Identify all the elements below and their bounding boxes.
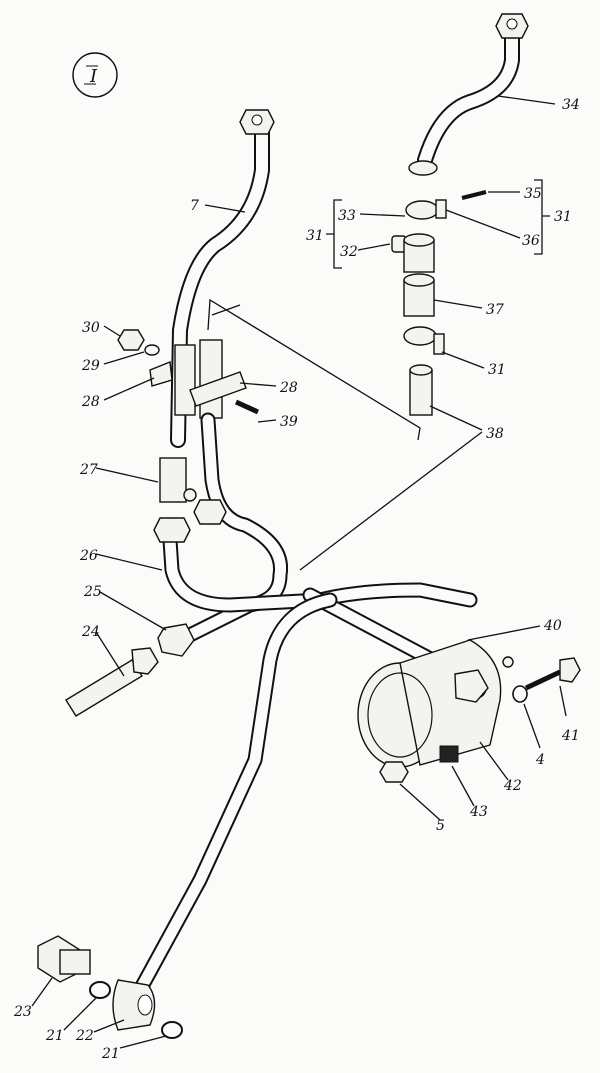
- callout-22: 22: [75, 1028, 94, 1044]
- washer-4: [512, 685, 528, 703]
- pipe-7: [170, 109, 275, 448]
- callout-25: 25: [83, 584, 102, 600]
- callout-23: 23: [13, 1004, 32, 1020]
- callout-5: 5: [436, 818, 445, 834]
- view-label: I: [89, 66, 98, 87]
- callout-40: 40: [543, 618, 562, 634]
- nut-25: [157, 623, 195, 657]
- callout-28: 28: [81, 394, 100, 410]
- callout-33: 33: [338, 208, 356, 224]
- callout-34: 34: [562, 97, 580, 113]
- callout-39: 39: [280, 414, 298, 430]
- clamp-31: [403, 326, 437, 346]
- tee-27: [159, 457, 187, 503]
- bolt-35: [461, 190, 487, 200]
- frame-lines: [207, 298, 421, 441]
- callout-31: 31: [488, 362, 506, 378]
- callout-30: 30: [82, 320, 100, 336]
- callout-24: 24: [81, 624, 100, 640]
- view-marker: I: [72, 52, 118, 98]
- banjo-fitting: [37, 935, 183, 1039]
- braces: [326, 179, 550, 269]
- clamp-33: [405, 200, 439, 220]
- nut-5: [379, 761, 409, 783]
- bolt-41: [524, 669, 562, 691]
- nut-30: [117, 329, 145, 351]
- callout-31: 31: [554, 209, 572, 225]
- pipe-34: [408, 13, 529, 176]
- callout-35: 35: [524, 186, 542, 202]
- callout-21: 21: [101, 1046, 120, 1062]
- callout-38: 38: [486, 426, 504, 442]
- washer-21b: [161, 1021, 183, 1039]
- washer-29: [144, 344, 160, 356]
- callout-28: 28: [279, 380, 298, 396]
- bolt-39: [234, 399, 260, 415]
- callout-7: 7: [190, 198, 199, 214]
- callout-21: 21: [45, 1028, 64, 1044]
- callout-4: 4: [535, 752, 545, 768]
- callout-29: 29: [81, 358, 100, 374]
- callout-37: 37: [486, 302, 504, 318]
- clamp-assembly: [391, 190, 487, 416]
- leader-lines: [31, 95, 567, 1049]
- banjo-22: [112, 979, 156, 1031]
- callout-labels: 34 35 31 33 31 32 36 7 30 29 28 28 39 37…: [13, 97, 580, 1062]
- union-40: [454, 669, 489, 703]
- part-43: [439, 745, 459, 763]
- callout-26: 26: [79, 548, 98, 564]
- pump-body-42: [357, 639, 514, 768]
- small-parts: [379, 657, 581, 783]
- pipe-26-nut: [153, 517, 191, 543]
- callout-31: 31: [306, 228, 324, 244]
- callout-43: 43: [469, 804, 488, 820]
- callout-32: 32: [340, 244, 358, 260]
- callout-41: 41: [561, 728, 580, 744]
- callout-42: 42: [503, 778, 522, 794]
- tube-38: [409, 369, 433, 416]
- callout-27: 27: [79, 462, 98, 478]
- bracket-28: [117, 329, 260, 419]
- callout-36: 36: [522, 233, 540, 249]
- washer-21a: [89, 981, 111, 999]
